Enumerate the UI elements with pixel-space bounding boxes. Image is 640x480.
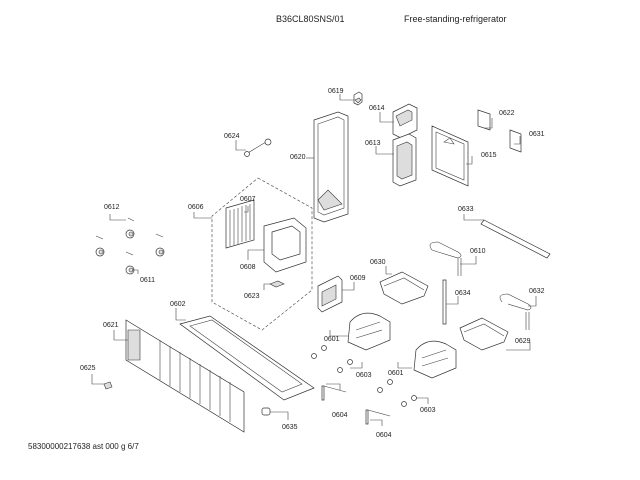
- callout-0607[interactable]: 0607: [240, 196, 256, 203]
- callout-0623[interactable]: 0623: [244, 293, 260, 300]
- part-0613-electronic-board[interactable]: [393, 134, 416, 186]
- callout-0615[interactable]: 0615: [481, 152, 497, 159]
- part-0629-tray[interactable]: [460, 318, 508, 350]
- callout-0620[interactable]: 0620: [290, 154, 306, 161]
- part-0624-cable[interactable]: [245, 139, 272, 157]
- model-number: B36CL80SNS/01: [276, 14, 345, 24]
- document-reference: 58300000217638 ast 000 g 6/7: [28, 442, 139, 451]
- part-0621-rear-grille[interactable]: [126, 320, 244, 432]
- part-0602-base-tray[interactable]: [180, 316, 314, 400]
- callout-0625[interactable]: 0625: [80, 365, 96, 372]
- callout-0611[interactable]: 0611: [140, 277, 156, 284]
- part-0603-grommets[interactable]: [312, 346, 417, 407]
- callout-0629[interactable]: 0629: [515, 338, 531, 345]
- part-0625-clip[interactable]: [104, 382, 112, 389]
- callout-0608[interactable]: 0608: [240, 264, 256, 271]
- callout-0603-b[interactable]: 0603: [420, 407, 436, 414]
- callout-0603-a[interactable]: 0603: [356, 372, 372, 379]
- part-0609-fan[interactable]: [318, 276, 342, 312]
- part-0604-pins[interactable]: [322, 386, 390, 424]
- part-0614-control-housing[interactable]: [393, 104, 417, 138]
- callout-0609[interactable]: 0609: [350, 275, 366, 282]
- part-0601-compressor-b[interactable]: [414, 341, 456, 378]
- callout-0630[interactable]: 0630: [370, 259, 386, 266]
- part-0615-cover-plate[interactable]: [432, 126, 468, 186]
- callout-0604-b[interactable]: 0604: [376, 432, 392, 439]
- callout-0619[interactable]: 0619: [328, 88, 344, 95]
- callout-0633[interactable]: 0633: [458, 206, 474, 213]
- callout-0604-a[interactable]: 0604: [332, 412, 348, 419]
- callout-0612[interactable]: 0612: [104, 204, 120, 211]
- callout-0631[interactable]: 0631: [529, 131, 545, 138]
- callout-0602[interactable]: 0602: [170, 301, 186, 308]
- part-0620-rear-panel[interactable]: [314, 112, 348, 222]
- callout-0624[interactable]: 0624: [224, 133, 240, 140]
- part-0601-compressor-a[interactable]: [348, 313, 390, 350]
- part-0634-strip[interactable]: [443, 280, 446, 324]
- part-0610-tube[interactable]: [430, 242, 461, 276]
- part-0611-rubber-feet[interactable]: [96, 230, 164, 274]
- callout-0621[interactable]: 0621: [103, 322, 119, 329]
- callout-0606[interactable]: 0606: [188, 204, 204, 211]
- part-0607-condenser[interactable]: [226, 200, 254, 248]
- callout-0601-b[interactable]: 0601: [388, 370, 404, 377]
- part-0619-clip[interactable]: [354, 92, 362, 105]
- part-0633-rail[interactable]: [481, 220, 550, 258]
- part-0631-cover[interactable]: [510, 130, 521, 152]
- condenser-module-outline: [212, 178, 312, 330]
- callout-0622[interactable]: 0622: [499, 110, 515, 117]
- appliance-description: Free-standing-refrigerator: [404, 14, 507, 24]
- callout-0614[interactable]: 0614: [369, 105, 385, 112]
- part-0635-bushing[interactable]: [262, 408, 270, 415]
- callout-0634[interactable]: 0634: [455, 290, 471, 297]
- part-0630-tray[interactable]: [380, 272, 428, 304]
- part-0623-bracket[interactable]: [270, 281, 284, 287]
- part-0632-tube[interactable]: [500, 294, 531, 330]
- callout-0613[interactable]: 0613: [365, 140, 381, 147]
- callout-0610[interactable]: 0610: [470, 248, 486, 255]
- callout-0635[interactable]: 0635: [282, 424, 298, 431]
- part-0608-fan-housing[interactable]: [264, 218, 306, 272]
- part-0622-cover[interactable]: [478, 110, 490, 130]
- leader-lines: [92, 94, 536, 426]
- callout-0632[interactable]: 0632: [529, 288, 545, 295]
- callout-0601-a[interactable]: 0601: [324, 336, 340, 343]
- part-0612-screws[interactable]: [96, 218, 163, 255]
